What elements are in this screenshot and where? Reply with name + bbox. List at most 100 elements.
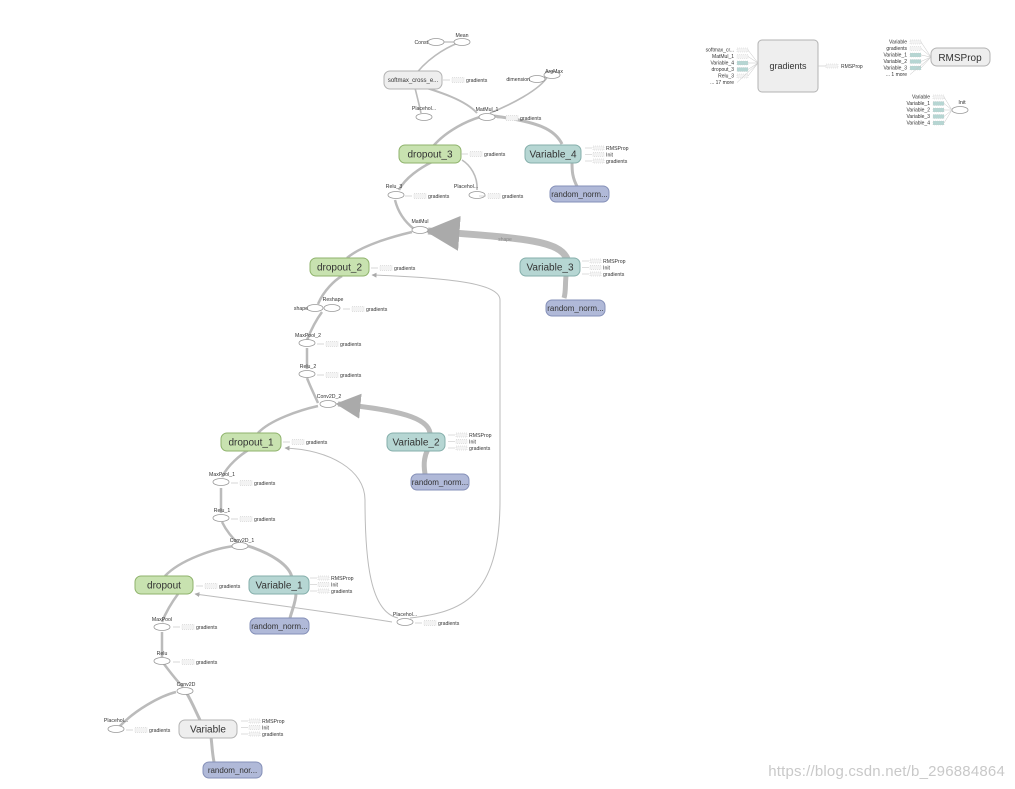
node-matmul[interactable]: MatMul xyxy=(411,219,429,234)
node-placeholder-keep[interactable]: Placehol... xyxy=(393,612,417,626)
node-dropout-3[interactable]: dropout_3 xyxy=(398,144,462,164)
node-reshape[interactable]: Reshape xyxy=(323,297,344,312)
node-maxpool-gradients[interactable]: gradients xyxy=(173,624,218,632)
gradients-link-box xyxy=(379,265,393,271)
node-variable1-link-gradients[interactable]: gradients xyxy=(310,588,353,595)
node-relu-3[interactable]: Relu_3 xyxy=(386,184,405,199)
node-variable3-link-gradients[interactable]: gradients xyxy=(582,271,625,278)
node-mean-label: Mean xyxy=(456,33,469,39)
edge-conv2d2-relu2 xyxy=(305,377,320,404)
node-conv2d-label: Conv2D xyxy=(177,682,196,688)
node-placeholder-mid-gradients[interactable]: gradients xyxy=(479,193,524,201)
node-relu1-gradients[interactable]: gradients xyxy=(231,516,276,524)
link-box xyxy=(317,588,330,594)
node-variable-2[interactable]: Variable_2 xyxy=(386,432,446,452)
node-variable3-link-init[interactable]: Init xyxy=(582,265,610,272)
node-dropout3-gradients[interactable]: gradients xyxy=(461,151,506,159)
node-dropout-2[interactable]: dropout_2 xyxy=(309,257,370,277)
node-relu2-gradients[interactable]: gradients xyxy=(317,372,362,380)
node-conv2d-2-oval xyxy=(319,400,337,408)
node-softmax-cross-entropy[interactable]: softmax_cross_e... xyxy=(383,70,443,90)
node-const[interactable]: Const xyxy=(414,38,445,47)
node-mean[interactable]: Mean xyxy=(453,33,471,46)
node-relu-gradients[interactable]: gradients xyxy=(173,659,218,667)
node-conv2d-1[interactable]: Conv2D_1 xyxy=(230,538,255,550)
node-softmax-gradients[interactable]: gradients xyxy=(443,77,488,85)
node-random-norm-2-label: random_norm... xyxy=(412,478,468,487)
node-variable2-link-gradients[interactable]: gradients xyxy=(448,445,491,452)
node-maxpool1-gradients[interactable]: gradients xyxy=(231,480,276,488)
node-variable[interactable]: Variable xyxy=(178,719,238,739)
node-relu[interactable]: Relu xyxy=(153,651,171,665)
link-label: RMSProp xyxy=(331,576,354,582)
node-reshape-gradients[interactable]: gradients xyxy=(343,306,388,314)
node-variable-link-rmsprop[interactable]: RMSProp xyxy=(241,718,285,725)
node-maxpool-1[interactable]: MaxPool_1 xyxy=(209,472,235,486)
node-dropout-1-box xyxy=(220,432,282,452)
node-variable-1[interactable]: Variable_1 xyxy=(248,575,310,595)
node-variable1-link-init[interactable]: Init xyxy=(310,582,338,589)
node-variable2-link-init[interactable]: Init xyxy=(448,439,476,446)
node-random-norm-3[interactable]: random_norm... xyxy=(545,299,606,317)
node-random-nor[interactable]: random_nor... xyxy=(202,761,263,779)
node-variable4-link-gradients[interactable]: gradients xyxy=(585,158,628,165)
init-panel[interactable]: InitVariableVariable_1Variable_2Variable… xyxy=(906,95,969,127)
gradients-panel[interactable]: gradientssoftmax_cr...MatMul_1Variable_4… xyxy=(706,39,863,93)
node-variable4-link-init[interactable]: Init xyxy=(585,152,613,159)
node-variable3-link-rmsprop[interactable]: RMSProp xyxy=(582,258,626,265)
node-dropout-1[interactable]: dropout_1 xyxy=(220,432,282,452)
node-matmul-1[interactable]: MatMul_1 xyxy=(476,107,499,121)
node-placeholder-keep-mid-oval xyxy=(468,191,486,199)
gradients-link-label: gradients xyxy=(438,621,460,627)
node-random-norm-4[interactable]: random_norm... xyxy=(549,185,610,203)
node-placeholder-in-gradients[interactable]: gradients xyxy=(126,727,171,735)
node-placeholder-keep-mid[interactable]: Placehol... xyxy=(454,184,486,199)
node-variable-1-box xyxy=(248,575,310,595)
node-maxpool2-gradients[interactable]: gradients xyxy=(317,341,362,349)
node-dropout1-gradients[interactable]: gradients xyxy=(283,439,328,447)
node-placeholder-input[interactable]: Placehol... xyxy=(104,718,128,733)
node-dropout[interactable]: dropout xyxy=(134,575,194,595)
node-variable4-link-rmsprop[interactable]: RMSProp xyxy=(585,145,629,152)
node-relu-1[interactable]: Relu_1 xyxy=(212,508,230,522)
node-dropout-2-box xyxy=(309,257,370,277)
edge-relu3-dropout3 xyxy=(397,160,433,191)
node-variable-link-gradients[interactable]: gradients xyxy=(241,731,284,738)
node-relu3-gradients[interactable]: gradients xyxy=(405,193,450,201)
node-dropout-gradients[interactable]: gradients xyxy=(196,583,241,591)
gradients-input-4: Relu_3 xyxy=(718,74,734,80)
node-variable-3[interactable]: Variable_3 xyxy=(519,257,581,277)
node-conv2d[interactable]: Conv2D xyxy=(176,682,196,695)
node-variable2-link-rmsprop[interactable]: RMSProp xyxy=(448,432,492,439)
node-maxpool[interactable]: MaxPool xyxy=(152,617,172,631)
rmsprop-input-box xyxy=(909,52,922,58)
node-random-norm-2[interactable]: random_norm... xyxy=(410,473,470,491)
init-input-edge xyxy=(943,109,953,117)
gradients-input-0: softmax_cr... xyxy=(706,48,734,54)
node-argmax[interactable]: ArgMax xyxy=(543,69,563,79)
node-dropout2-gradients[interactable]: gradients xyxy=(371,265,416,273)
node-matmul-1-label: MatMul_1 xyxy=(476,107,499,113)
node-dimension[interactable]: dimension xyxy=(506,75,546,84)
gradients-link-label: gradients xyxy=(196,660,218,666)
node-variable-3-box xyxy=(519,257,581,277)
rmsprop-panel-title: RMSProp xyxy=(938,53,982,64)
node-relu-2[interactable]: Relu_2 xyxy=(298,364,316,378)
node-matmul1-gradients[interactable]: gradients xyxy=(497,115,542,123)
node-variable1-link-rmsprop[interactable]: RMSProp xyxy=(310,575,354,582)
node-maxpool-2[interactable]: MaxPool_2 xyxy=(295,333,321,347)
node-placeholder-keep-label: Placehol... xyxy=(393,612,417,618)
rmsprop-panel[interactable]: RMSPropVariablegradientsVariable_1Variab… xyxy=(883,40,991,79)
node-variable-4[interactable]: Variable_4 xyxy=(524,144,582,164)
node-variable-link-init[interactable]: Init xyxy=(241,725,269,732)
gradients-link-box xyxy=(239,516,253,522)
node-placeholder-keep-gradients[interactable]: gradients xyxy=(415,620,460,628)
node-shape[interactable]: shape xyxy=(294,304,324,313)
node-dropout-box xyxy=(134,575,194,595)
node-conv2d-2[interactable]: Conv2D_2 xyxy=(317,394,342,408)
gradients-link-label: gradients xyxy=(254,517,276,523)
node-placeholder-labels[interactable]: Placehol... xyxy=(412,106,436,121)
node-random-norm-1[interactable]: random_norm... xyxy=(249,617,310,635)
gradients-link-label: gradients xyxy=(306,440,328,446)
